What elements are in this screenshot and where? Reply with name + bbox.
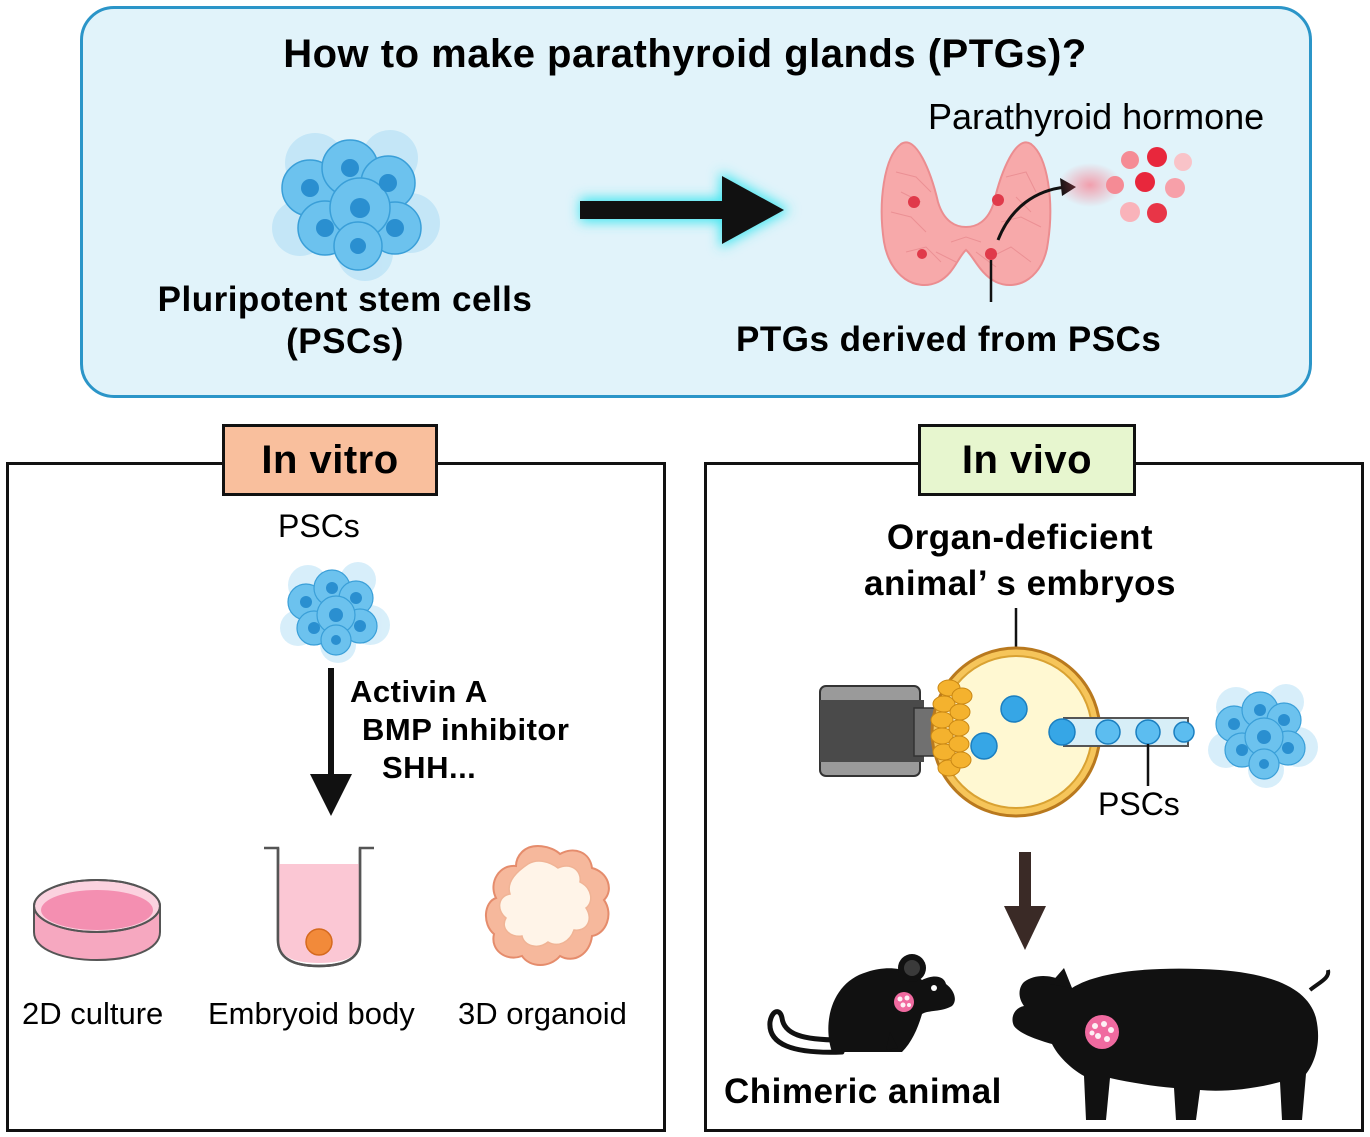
- embryo-label-line2: animal’ s embryos: [864, 564, 1176, 603]
- psc-cluster-vivo-icon: [1208, 684, 1318, 788]
- pig-icon: [1012, 968, 1331, 1120]
- factor-bmp-inhibitor: BMP inhibitor: [362, 712, 570, 747]
- main-title: How to make parathyroid glands (PTGs)?: [283, 32, 1087, 76]
- psc-cluster-icon: [272, 130, 440, 281]
- right-arrow-icon: [580, 172, 790, 248]
- organoid-icon: [485, 845, 610, 966]
- mouse-icon: [767, 954, 955, 1055]
- psc-label-line1: Pluripotent stem cells: [157, 280, 533, 319]
- caption-2d-culture: 2D culture: [22, 996, 164, 1031]
- down-arrow-vivo-icon: [1004, 852, 1046, 950]
- factor-shh: SHH...: [382, 750, 477, 785]
- ptg-label: PTGs derived from PSCs: [736, 320, 1162, 359]
- down-arrow-icon: [310, 668, 352, 816]
- psc-label-line2: (PSCs): [286, 322, 404, 361]
- vivo-pscs-label: PSCs: [1098, 786, 1180, 822]
- psc-cluster-small-icon: [280, 562, 390, 663]
- embryoid-body-icon: [264, 846, 374, 968]
- factor-activin-a: Activin A: [350, 674, 488, 709]
- in-vitro-tag: In vitro: [222, 424, 438, 496]
- caption-3d-organoid: 3D organoid: [458, 996, 627, 1031]
- caption-embryoid-body: Embryoid body: [208, 996, 415, 1031]
- embryo-label-line1: Organ-deficient: [886, 518, 1154, 557]
- embryo-injection-icon: [819, 608, 1195, 818]
- chimeric-animal-label: Chimeric animal: [724, 1072, 1002, 1111]
- hormone-label: Parathyroid hormone: [928, 96, 1265, 137]
- in-vivo-tag: In vivo: [918, 424, 1136, 496]
- hormone-dots-icon: [1058, 147, 1192, 223]
- petri-dish-icon: [33, 879, 161, 962]
- vitro-pscs-label: PSCs: [278, 508, 360, 544]
- parathyroid-gland-icon: [880, 141, 1076, 302]
